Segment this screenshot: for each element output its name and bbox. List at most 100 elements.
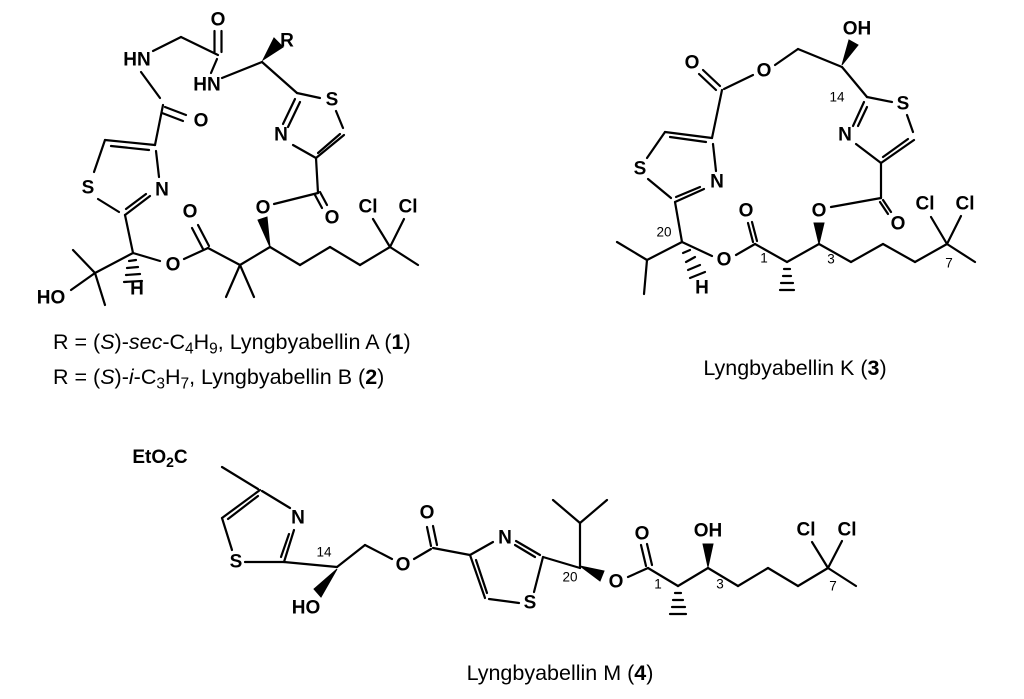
wedge-bond-O [579,565,605,582]
atom-label-S: S [634,159,647,180]
atom-label-N: N [498,528,512,549]
atom-label-N: N [710,172,724,193]
caption-segment: , Lyngbyabellin A ( [217,330,392,354]
caption-segment: 4 [185,340,194,358]
caption-segment: S [100,364,115,389]
caption-segment: ) [377,364,385,389]
atom-label-O: O [325,208,340,229]
atom-label-O: O [211,10,226,31]
atom-labels: O O O O O O HN HN S N S N Cl Cl HO H R [37,10,418,309]
bond-skeleton [69,29,420,307]
wedge-bond-HO [313,568,338,598]
atom-label-O: O [717,250,732,271]
caption-segment: H [164,364,181,389]
caption-lyngbyabellin-k: Lyngbyabellin K (3) [635,352,955,384]
atom-label-Cl: Cl [359,197,378,218]
caption-line-2: R = (S)-i-C3H7, Lyngbyabellin B (2) [53,361,411,396]
structure-lyngbyabellin-k: O O OH O O O O S N S N Cl Cl H 14 20 1 3… [615,19,977,299]
ester-group-label-EtO2C: EtO2C [132,447,188,471]
caption-segment: Lyngbyabellin M ( [466,661,635,685]
locant-14: 14 [829,90,845,105]
caption-segment: R = ( [53,364,101,389]
atom-label-S: S [524,593,537,614]
caption-segment: )- [114,330,129,354]
wedge-bond-O [813,222,825,245]
caption-lyngbyabellin-m: Lyngbyabellin M (4) [395,657,725,689]
caption-segment: H [193,330,210,354]
atom-label-O: O [739,201,754,222]
atom-label-N: N [838,125,852,146]
atom-label-S: S [897,94,910,115]
caption-segment: R = ( [53,330,101,354]
atom-label-O: O [194,111,209,132]
atom-label-Cl: Cl [797,520,816,541]
caption-segment: ) [646,661,654,685]
locant-3: 3 [827,252,835,267]
atom-label-N: N [274,125,288,146]
caption-segment: 3 [156,374,165,392]
atom-labels: EtO2C N S N S O O O O HO OH Cl Cl 14 20 … [132,447,856,619]
caption-segment: sec [128,330,163,354]
caption-segment: S [100,330,115,354]
atom-label-O: O [396,555,411,576]
atom-label-N: N [155,180,169,201]
atom-label-H: H [130,279,144,300]
atom-label-O: O [183,202,198,223]
atom-label-HN: HN [123,50,150,71]
locant-7: 7 [829,579,837,594]
atom-label-O: O [685,53,700,74]
atom-label-O: O [812,201,827,222]
structure-lyngbyabellin-ab: O O O O O O HN HN S N S N Cl Cl HO H R [37,10,420,309]
atom-label-O: O [420,503,435,524]
hashed-bond-H [681,248,707,280]
caption-segment: Lyngbyabellin K ( [703,356,868,380]
hashed-bond-methyl [778,267,796,292]
atom-label-Cl: Cl [916,194,935,215]
structure-lyngbyabellin-m: EtO2C N S N S O O O O HO OH Cl Cl 14 20 … [132,447,858,619]
atom-label-S: S [326,90,339,111]
atom-label-Cl: Cl [399,197,418,218]
caption-segment: 3 [867,356,880,380]
atom-label-N: N [291,508,305,529]
atom-label-H: H [695,278,709,299]
caption-segment: -C [133,364,157,389]
atom-label-HO: HO [292,598,321,619]
wedge-bond-OH [702,543,714,568]
atom-label-Cl: Cl [956,194,975,215]
atom-label-HO: HO [37,288,66,309]
atom-label-O: O [635,524,650,545]
substituent-label-R: R [280,31,294,52]
atom-label-S: S [82,178,95,199]
bond-skeleton [220,465,858,616]
caption-segment: 1 [391,330,404,354]
caption-segment: ) [403,330,411,354]
wedge-bond-O [257,216,271,248]
hashed-bond-H [122,258,144,284]
atom-label-O: O [609,572,624,593]
atom-label-Cl: Cl [838,520,857,541]
hashed-bond-methyl [668,591,688,616]
locant-20: 20 [656,225,671,240]
caption-segment: i [128,364,134,389]
atom-label-O: O [166,255,181,276]
caption-line-1: R = (S)-sec-C4H9, Lyngbyabellin A (1) [53,326,411,361]
atom-label-S: S [230,552,243,573]
locant-1: 1 [654,577,662,592]
caption-segment: 4 [634,661,647,685]
caption-lyngbyabellin-ab: R = (S)-sec-C4H9, Lyngbyabellin A (1) R … [53,326,411,395]
atom-label-O: O [256,198,271,219]
atom-label-O: O [891,214,906,235]
locant-14: 14 [316,545,332,560]
locant-1: 1 [760,251,768,266]
caption-segment: 2 [365,364,378,389]
locant-7: 7 [945,256,953,271]
atom-label-OH: OH [694,521,723,542]
caption-segment: 9 [209,340,218,358]
caption-segment: 7 [180,374,190,392]
caption-segment: )- [114,364,129,389]
caption-segment: -C [162,330,186,354]
atom-label-HN: HN [193,75,220,96]
caption-segment: ) [879,356,887,380]
wedge-bond-OH [841,39,859,66]
